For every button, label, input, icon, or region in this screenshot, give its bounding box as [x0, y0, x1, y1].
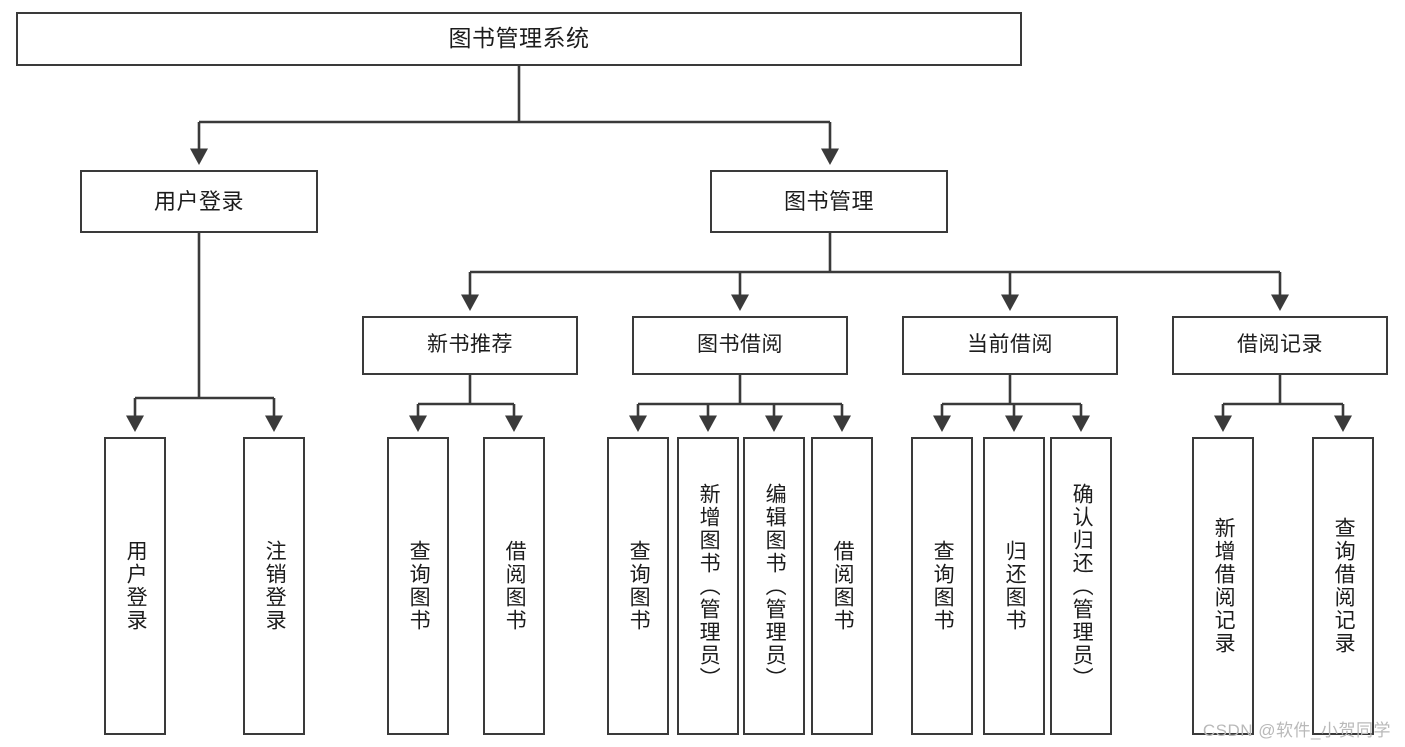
node-new-book-rec[interactable]: 新书推荐: [362, 316, 578, 375]
node-leaf-borrow-book[interactable]: 借阅图书: [811, 437, 873, 735]
node-root[interactable]: 图书管理系统: [16, 12, 1022, 66]
node-leaf-logout-label: 注销登录: [263, 540, 287, 632]
node-leaf-confirm-return-label: 确认归还（管理员）: [1070, 482, 1094, 690]
node-book-borrow-label: 图书借阅: [697, 333, 783, 357]
node-leaf-query-book-rec-label: 查询图书: [407, 540, 431, 632]
node-leaf-query-book-borrow[interactable]: 查询图书: [607, 437, 669, 735]
node-leaf-borrow-book-label: 借阅图书: [831, 540, 855, 632]
node-leaf-query-record[interactable]: 查询借阅记录: [1312, 437, 1374, 735]
node-current-borrow-label: 当前借阅: [967, 333, 1053, 357]
node-leaf-add-book[interactable]: 新增图书（管理员）: [677, 437, 739, 735]
node-leaf-add-record[interactable]: 新增借阅记录: [1192, 437, 1254, 735]
node-leaf-add-record-label: 新增借阅记录: [1212, 517, 1236, 655]
node-book-manage-label: 图书管理: [783, 188, 874, 214]
node-leaf-query-book-current-label: 查询图书: [931, 540, 955, 632]
node-leaf-query-book-rec[interactable]: 查询图书: [387, 437, 449, 735]
node-leaf-query-book-current[interactable]: 查询图书: [911, 437, 973, 735]
node-borrow-record[interactable]: 借阅记录: [1172, 316, 1388, 375]
node-borrow-record-label: 借阅记录: [1237, 333, 1323, 357]
node-book-manage[interactable]: 图书管理: [710, 170, 948, 233]
node-leaf-user-login[interactable]: 用户登录: [104, 437, 166, 735]
node-leaf-query-book-borrow-label: 查询图书: [627, 540, 651, 632]
node-leaf-query-record-label: 查询借阅记录: [1332, 517, 1356, 655]
node-leaf-edit-book[interactable]: 编辑图书（管理员）: [743, 437, 805, 735]
node-leaf-borrow-book-rec-label: 借阅图书: [503, 540, 527, 632]
node-leaf-return-book-label: 归还图书: [1003, 540, 1027, 632]
node-leaf-logout[interactable]: 注销登录: [243, 437, 305, 735]
node-user-login-label: 用户登录: [153, 188, 244, 214]
node-user-login[interactable]: 用户登录: [80, 170, 318, 233]
node-leaf-add-book-label: 新增图书（管理员）: [697, 482, 721, 690]
node-new-book-rec-label: 新书推荐: [427, 333, 513, 357]
node-root-label: 图书管理系统: [448, 25, 590, 52]
node-leaf-borrow-book-rec[interactable]: 借阅图书: [483, 437, 545, 735]
node-leaf-confirm-return[interactable]: 确认归还（管理员）: [1050, 437, 1112, 735]
node-leaf-return-book[interactable]: 归还图书: [983, 437, 1045, 735]
node-book-borrow[interactable]: 图书借阅: [632, 316, 848, 375]
node-leaf-edit-book-label: 编辑图书（管理员）: [763, 482, 787, 690]
node-leaf-user-login-label: 用户登录: [124, 540, 148, 632]
node-current-borrow[interactable]: 当前借阅: [902, 316, 1118, 375]
